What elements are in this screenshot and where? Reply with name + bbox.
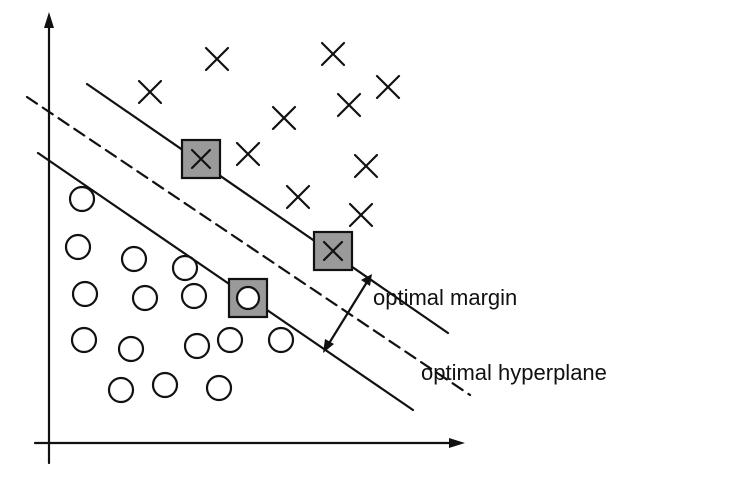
circle-marker <box>68 185 96 213</box>
lower-margin-line <box>36 151 415 412</box>
circle-marker <box>131 284 159 312</box>
circle-marker <box>117 335 145 363</box>
circle-marker <box>70 326 98 354</box>
cross-marker <box>204 46 230 72</box>
cross-marker <box>285 184 311 210</box>
circle-marker <box>151 371 179 399</box>
cross-marker <box>271 105 297 131</box>
y-axis-arrowhead <box>44 12 54 28</box>
x-axis <box>33 438 465 448</box>
optimal-hyperplane-line <box>25 95 472 397</box>
support-vector-cross <box>180 138 222 180</box>
cross-marker <box>320 41 346 67</box>
circle-marker <box>171 254 199 282</box>
circle-marker <box>107 376 135 404</box>
cross-marker <box>235 141 261 167</box>
cross-marker <box>375 74 401 100</box>
circle-marker <box>216 326 244 354</box>
cross-marker <box>353 153 379 179</box>
x-axis-arrowhead <box>449 438 465 448</box>
upper-margin-line <box>85 82 450 335</box>
support-vector-circle <box>227 277 269 319</box>
circle-marker <box>64 233 92 261</box>
cross-marker <box>348 202 374 228</box>
margin-arrow <box>323 274 372 353</box>
circle-marker <box>71 280 99 308</box>
optimal-hyperplane-label: optimal hyperplane <box>421 360 607 385</box>
circle-marker <box>120 245 148 273</box>
circle-marker <box>205 374 233 402</box>
cross-marker <box>137 79 163 105</box>
circle-marker <box>183 332 211 360</box>
cross-marker <box>336 92 362 118</box>
y-axis <box>44 12 54 465</box>
support-vector-cross <box>312 230 354 272</box>
circle-marker <box>180 282 208 310</box>
circle-marker <box>267 326 295 354</box>
optimal-margin-label: optimal margin <box>373 285 518 310</box>
